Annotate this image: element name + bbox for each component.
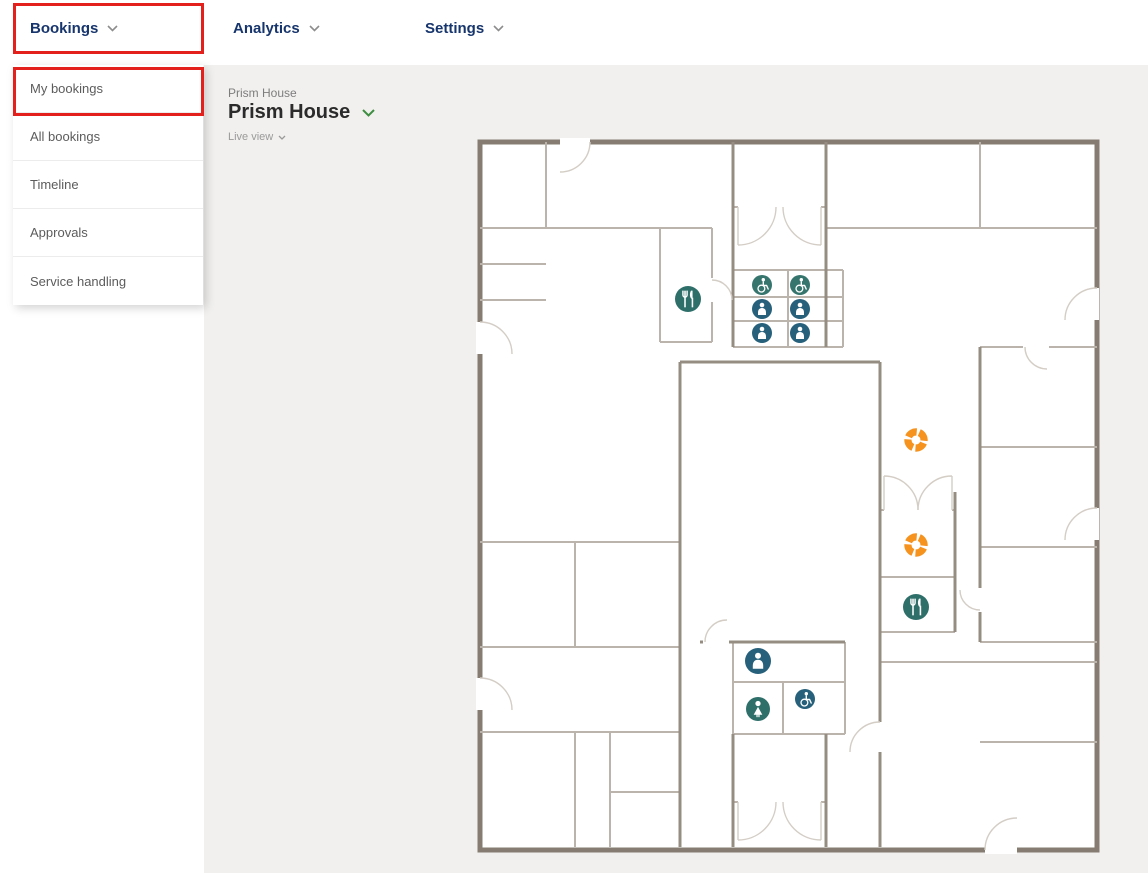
page-title: Prism House [228, 101, 351, 123]
person-map-icon[interactable] [790, 323, 810, 343]
nav-item-analytics[interactable]: Analytics [233, 0, 320, 57]
breadcrumb: Prism House [228, 86, 297, 100]
menu-item-my-bookings[interactable]: My bookings [13, 65, 203, 113]
floor-plan-icon-layer [675, 275, 929, 721]
restaurant-map-icon[interactable] [903, 594, 929, 620]
accessible-map-icon[interactable] [790, 275, 810, 295]
person-map-icon[interactable] [745, 648, 771, 674]
menu-item-label: Timeline [30, 177, 79, 192]
chevron-down-icon [493, 25, 504, 32]
nav-item-settings[interactable]: Settings [425, 0, 504, 57]
nav-item-bookings[interactable]: Bookings [30, 0, 118, 57]
view-mode-selector[interactable]: Live view [228, 131, 286, 143]
nav-analytics-label: Analytics [233, 20, 300, 37]
menu-item-all-bookings[interactable]: All bookings [13, 113, 203, 161]
menu-item-label: My bookings [30, 81, 103, 96]
menu-item-approvals[interactable]: Approvals [13, 209, 203, 257]
building-selector[interactable]: Prism House [228, 101, 375, 124]
menu-item-label: All bookings [30, 129, 101, 144]
top-nav: Bookings Analytics Settings [0, 0, 1148, 65]
accessible-map-icon[interactable] [752, 275, 772, 295]
chevron-down-icon [309, 25, 320, 32]
menu-item-label: Service handling [30, 273, 127, 289]
chevron-down-icon [362, 108, 375, 117]
view-mode-label: Live view [228, 131, 274, 143]
restaurant-map-icon[interactable] [675, 286, 701, 312]
nav-settings-label: Settings [425, 20, 485, 37]
floor-plan[interactable] [465, 130, 1110, 857]
menu-item-service-handling[interactable]: Service handling [13, 257, 203, 305]
person-map-icon[interactable] [752, 299, 772, 319]
main-content: Prism House Prism House Live view [204, 65, 1148, 873]
door-arcs [479, 141, 1098, 851]
menu-item-label: Approvals [30, 225, 88, 240]
person-female-map-icon[interactable] [746, 697, 770, 721]
accessible-map-icon[interactable] [795, 689, 815, 709]
bookings-dropdown-menu: My bookings All bookings Timeline Approv… [13, 65, 203, 305]
person-map-icon[interactable] [752, 323, 772, 343]
menu-item-timeline[interactable]: Timeline [13, 161, 203, 209]
chevron-down-icon [107, 25, 118, 32]
floor-plan-walls [476, 138, 1100, 854]
chevron-down-icon [278, 135, 286, 140]
floor-plan-svg [476, 138, 1100, 854]
person-map-icon[interactable] [790, 299, 810, 319]
nav-bookings-label: Bookings [30, 20, 99, 37]
